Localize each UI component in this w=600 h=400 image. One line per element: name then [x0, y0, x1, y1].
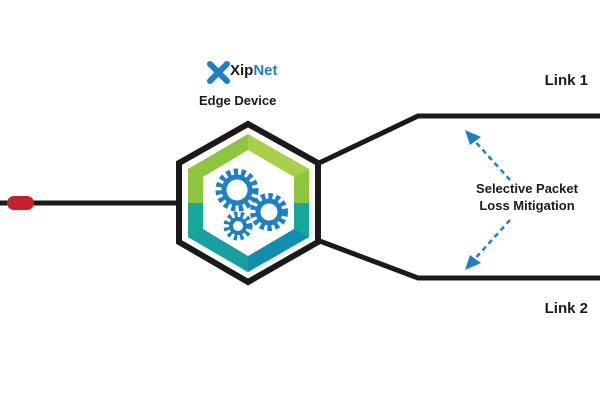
- device-label: Edge Device: [199, 93, 277, 108]
- mitigation-line1: Selective Packet: [476, 181, 578, 196]
- mitigation-line2: Loss Mitigation: [479, 198, 575, 213]
- arrow-down-icon: [465, 255, 481, 270]
- brand-suffix: Net: [253, 62, 278, 79]
- brand-prefix: Xip: [230, 62, 254, 79]
- xipnet-logo-icon: [207, 61, 230, 84]
- brand-logo: XipNet: [230, 62, 278, 79]
- link1-label: Link 1: [544, 72, 588, 89]
- mitigation-label: Selective Packet Loss Mitigation: [467, 180, 587, 214]
- connector-plug: [7, 196, 34, 210]
- mitigation-arrows: [471, 137, 511, 263]
- arrow-up-icon: [465, 130, 481, 145]
- gears-icon: [215, 168, 288, 241]
- link2-line: [316, 237, 600, 281]
- link1-line: [315, 113, 600, 167]
- link2-label: Link 2: [544, 300, 588, 317]
